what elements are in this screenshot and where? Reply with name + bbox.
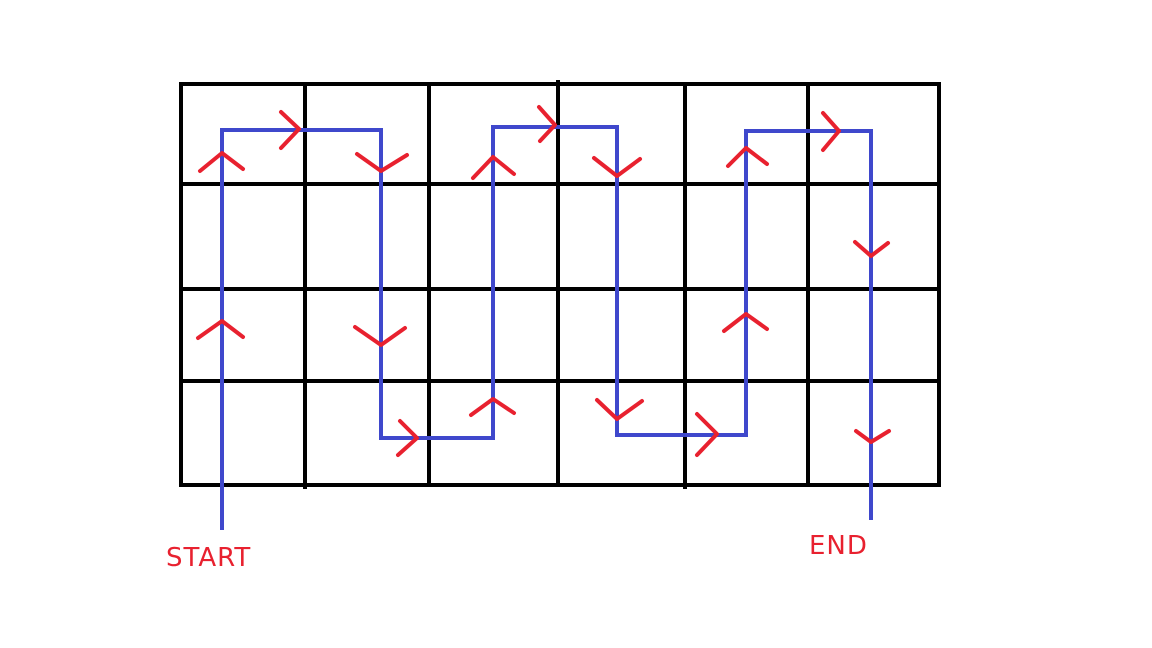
start-label: START — [166, 543, 252, 573]
arrow-down-icon — [592, 156, 642, 178]
arrow-up-icon — [198, 151, 245, 173]
arrow-right-icon — [537, 105, 557, 143]
traversal-path — [220, 125, 873, 530]
arrow-up-icon — [469, 397, 516, 417]
arrow-down-icon — [355, 152, 409, 173]
arrow-up-icon — [722, 312, 769, 333]
grid — [179, 80, 941, 489]
end-label: END — [809, 531, 868, 561]
arrow-up-icon — [471, 155, 516, 180]
arrow-right-icon — [821, 111, 841, 152]
arrow-down-icon — [853, 240, 890, 258]
arrow-up-icon — [726, 146, 769, 168]
arrow-down-icon — [353, 325, 407, 347]
arrow-right-icon — [279, 110, 301, 150]
arrow-down-icon — [595, 398, 644, 421]
arrow-up-icon — [196, 319, 245, 340]
arrow-right-icon — [396, 419, 419, 457]
arrow-right-icon — [695, 412, 719, 457]
direction-arrows — [196, 105, 891, 457]
arrow-down-icon — [854, 429, 891, 444]
